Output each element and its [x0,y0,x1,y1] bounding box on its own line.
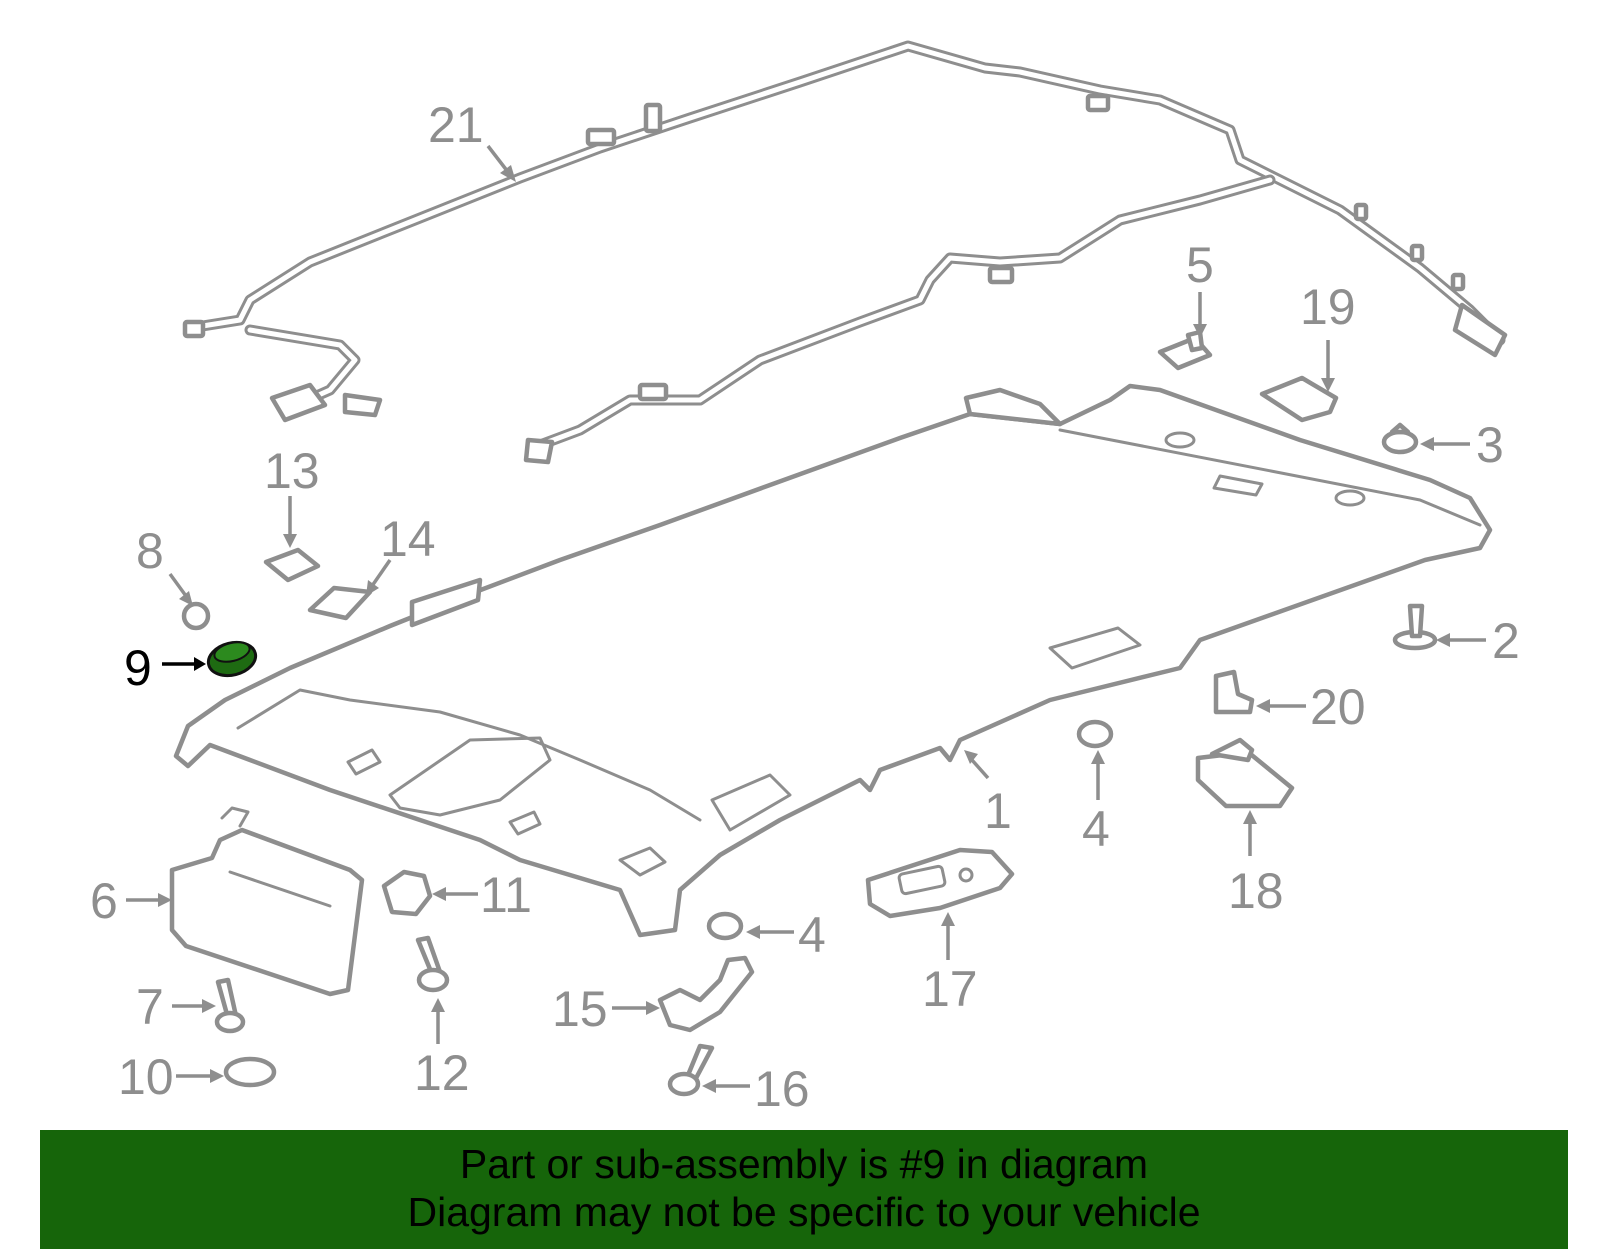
screw-part-12[interactable] [415,935,450,993]
callout-label-15: 15 [552,981,608,1037]
callout-2: 2 [1436,613,1520,669]
callout-label-7: 7 [136,979,164,1035]
info-banner: Part or sub-assembly is #9 in diagram Di… [40,1130,1568,1249]
callout-label-9: 9 [124,640,152,696]
callout-21: 21 [428,97,516,182]
callout-3: 3 [1420,417,1504,473]
bracket-part-19[interactable] [1259,375,1339,423]
callout-label-2: 2 [1492,613,1520,669]
banner-line-1: Part or sub-assembly is #9 in diagram [459,1141,1149,1187]
callout-11: 11 [432,867,532,923]
callout-20: 20 [1256,679,1366,735]
bracket-part-14[interactable] [307,585,373,621]
callout-label-5: 5 [1186,237,1214,293]
callout-4-lower: 4 [746,907,826,963]
callout-6: 6 [90,873,172,929]
callout-13: 13 [264,443,320,548]
reading-lamp-part-18[interactable] [1195,737,1295,809]
callout-label-4-upper: 4 [1082,801,1110,857]
parts-diagram: 21 13 14 8 9 5 19 3 2 [90,40,1520,1117]
callout-16: 16 [702,1061,810,1117]
callout-label-8: 8 [136,523,164,579]
grab-handle-part-15[interactable] [657,955,755,1033]
clip-part-4-upper[interactable] [1076,719,1114,749]
callout-label-16: 16 [754,1061,810,1117]
callout-10: 10 [118,1049,224,1105]
clip-part-11[interactable] [381,869,433,917]
callout-label-4-lower: 4 [798,907,826,963]
callout-8: 8 [136,523,193,606]
bracket-part-20[interactable] [1213,669,1255,715]
callout-18: 18 [1228,810,1284,919]
dome-lamp-part-17[interactable] [865,847,1015,919]
clip-part-4-lower[interactable] [706,911,744,941]
banner-line-2: Diagram may not be specific to your vehi… [407,1189,1201,1235]
callout-12: 12 [414,998,470,1101]
callout-label-18: 18 [1228,863,1284,919]
callout-label-10: 10 [118,1049,174,1105]
callout-label-19: 19 [1300,279,1356,335]
push-pin-part-2[interactable] [1392,603,1438,651]
callout-4-upper: 4 [1082,750,1110,857]
callout-label-17: 17 [922,961,978,1017]
screw-part-7[interactable] [214,977,246,1034]
callout-15: 15 [552,981,660,1037]
callout-label-21: 21 [428,97,484,153]
callout-19: 19 [1300,279,1356,392]
callout-17: 17 [922,912,978,1017]
screw-part-16[interactable] [667,1043,715,1097]
wiring-harness-part-21[interactable] [182,40,1508,465]
callout-5: 5 [1186,237,1214,338]
callout-label-13: 13 [264,443,320,499]
headliner-part-1[interactable] [173,383,1493,938]
callout-1: 1 [964,750,1012,839]
highlighted-pad-part-9[interactable] [205,638,259,681]
callout-label-3: 3 [1476,417,1504,473]
callout-9: 9 [124,640,206,696]
bracket-part-5[interactable] [1157,329,1213,371]
cap-part-10[interactable] [223,1056,277,1088]
bracket-part-13[interactable] [263,547,321,583]
sun-visor-part-6[interactable] [169,806,365,997]
callout-14: 14 [366,511,436,596]
callout-label-11: 11 [480,867,532,923]
clip-part-8[interactable] [181,601,211,631]
callout-label-6: 6 [90,873,118,929]
callout-label-12: 12 [414,1045,470,1101]
callout-7: 7 [136,979,216,1035]
callout-label-20: 20 [1310,679,1366,735]
callout-label-1: 1 [984,783,1012,839]
callout-label-14: 14 [380,511,436,567]
clip-part-3[interactable] [1381,422,1419,455]
